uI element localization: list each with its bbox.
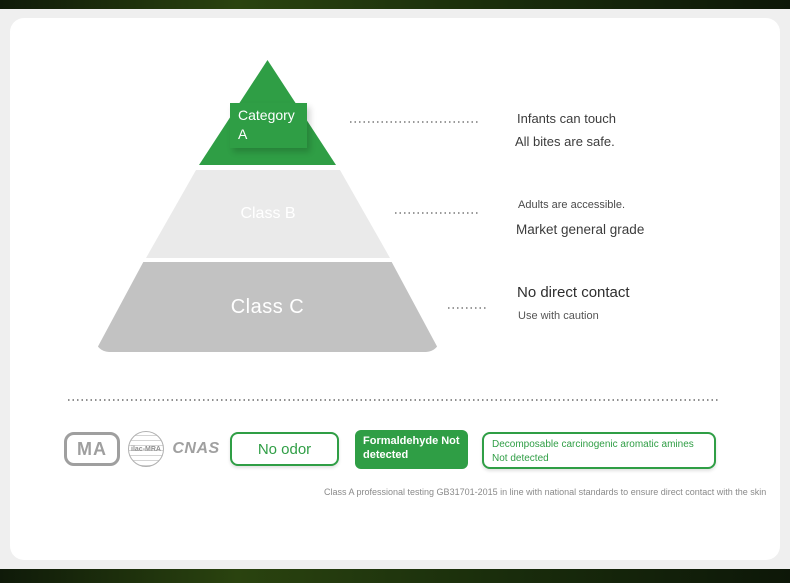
badge-aromatic-amines-label: Decomposable carcinogenic aromatic amine…	[492, 439, 694, 464]
badge-formaldehyde-label: Formaldehyde Not detected	[363, 435, 460, 461]
tier-a-annotation-line2: All bites are safe.	[515, 134, 615, 149]
tier-a-label: Category A	[238, 107, 295, 142]
tier-c-annotation-line1: No direct contact	[517, 284, 630, 301]
cma-certification-icon: MA	[64, 432, 120, 466]
badge-aromatic-amines-not-detected: Decomposable carcinogenic aromatic amine…	[482, 432, 716, 469]
ilac-mra-label: ilac-MRA	[131, 445, 161, 453]
badge-no-odor-label: No odor	[257, 440, 312, 458]
ilac-mra-certification-icon: ilac-MRA	[128, 431, 164, 467]
cma-label: MA	[77, 438, 107, 459]
connector-dotted-line-a	[350, 121, 478, 123]
dotted-separator	[68, 399, 720, 401]
badge-no-odor: No odor	[230, 432, 339, 466]
tier-b-label: Class B	[240, 205, 296, 222]
bottom-photo-strip	[0, 569, 790, 583]
cnas-label: CNAS	[172, 440, 220, 457]
tier-b-annotation-line2: Market general grade	[516, 222, 645, 237]
tier-a-annotation-line1: Infants can touch	[517, 111, 617, 126]
tier-c-label: Class C	[230, 295, 305, 318]
cnas-certification-icon: CNAS	[172, 436, 220, 462]
tier-a-label-box: Category A	[230, 103, 307, 148]
connector-dotted-line-c	[448, 307, 488, 309]
standards-caption: Class A professional testing GB31701-201…	[324, 487, 767, 497]
top-photo-strip	[0, 0, 790, 9]
pyramid-tier-c: Class C	[95, 262, 440, 352]
badge-formaldehyde-not-detected: Formaldehyde Not detected	[355, 430, 468, 469]
tier-c-annotation-line2: Use with caution	[518, 310, 599, 322]
tier-b-annotation-line1: Adults are accessible.	[518, 199, 625, 211]
connector-dotted-line-b	[395, 212, 478, 214]
